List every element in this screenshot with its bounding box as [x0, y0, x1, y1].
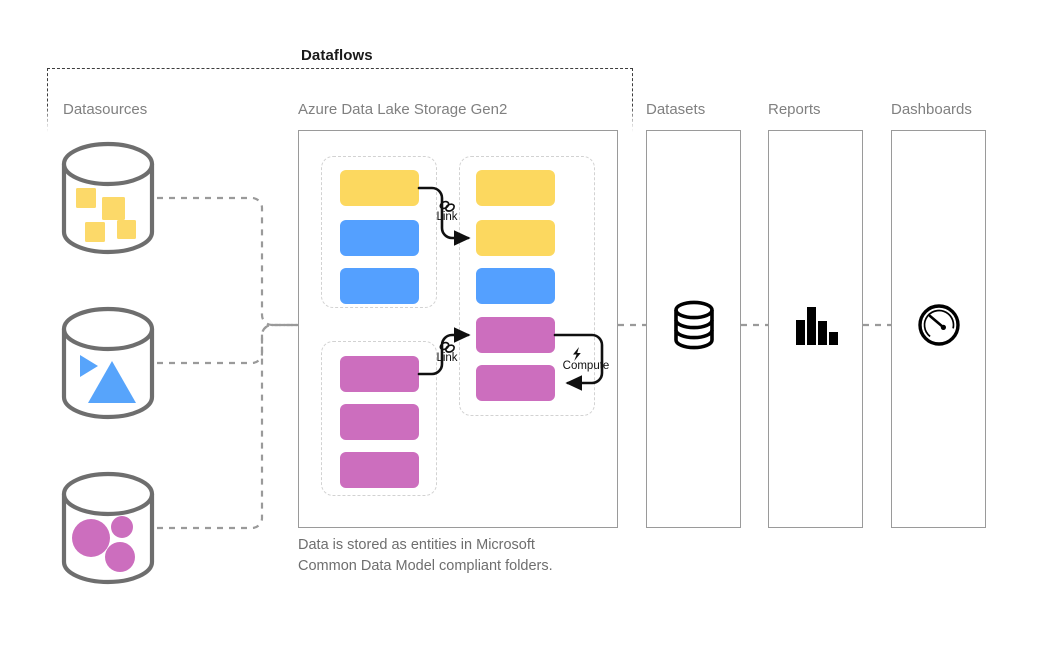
diagram-title: Dataflows — [301, 47, 373, 64]
column-label-datasources: Datasources — [63, 101, 148, 118]
link-label-top: Link — [436, 211, 458, 223]
entity-c1[interactable] — [476, 170, 555, 206]
bar-chart-icon — [795, 303, 839, 347]
column-label-dashboards: Dashboards — [891, 101, 972, 118]
gauge-icon — [917, 303, 961, 347]
dataflows-boundary — [47, 68, 633, 132]
pink-circles-icon — [72, 516, 135, 572]
database-icon — [673, 300, 715, 350]
entity-group-computed — [459, 156, 595, 416]
datasource-structured[interactable] — [60, 141, 156, 255]
entity-s4[interactable] — [340, 356, 419, 392]
dashboards-panel — [891, 130, 986, 528]
compute-label: Compute — [562, 360, 610, 372]
entity-s6[interactable] — [340, 452, 419, 488]
entity-group-staging-bottom — [321, 341, 437, 496]
entity-s5[interactable] — [340, 404, 419, 440]
yellow-squares-icon — [76, 188, 136, 242]
entity-s3[interactable] — [340, 268, 419, 304]
entity-s2[interactable] — [340, 220, 419, 256]
datasource-unstructured[interactable] — [60, 471, 156, 585]
datasource-semi[interactable] — [60, 306, 156, 420]
entity-c4[interactable] — [476, 317, 555, 353]
column-label-reports: Reports — [768, 101, 821, 118]
column-label-adls: Azure Data Lake Storage Gen2 — [298, 101, 508, 118]
link-label-bottom: Link — [436, 352, 458, 364]
entity-c2[interactable] — [476, 220, 555, 256]
entity-s1[interactable] — [340, 170, 419, 206]
column-label-datasets: Datasets — [646, 101, 706, 118]
entity-c3[interactable] — [476, 268, 555, 304]
blue-triangles-icon — [80, 355, 136, 403]
entity-c5[interactable] — [476, 365, 555, 401]
adls-caption: Data is stored as entities in Microsoft … — [298, 537, 553, 574]
